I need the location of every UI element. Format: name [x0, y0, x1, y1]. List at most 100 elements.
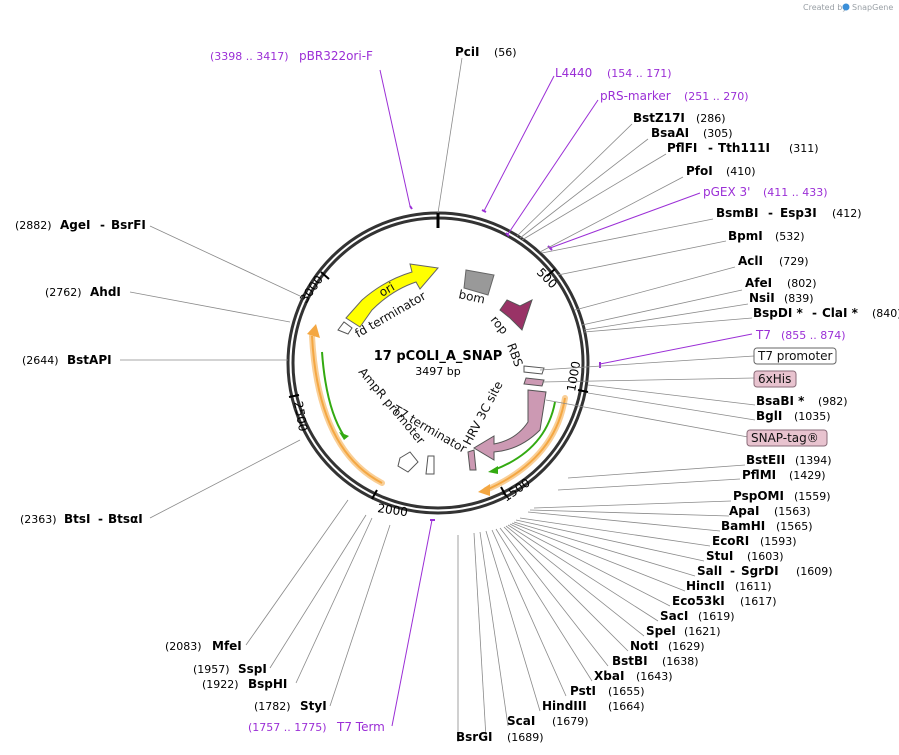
primer-name: L4440: [555, 66, 592, 80]
primer-range: (251 .. 270): [684, 90, 749, 103]
fd-terminator-feature[interactable]: [337, 321, 353, 335]
t7-promoter-box[interactable]: [753, 347, 837, 365]
enzyme-name: BglI: [756, 409, 782, 423]
green-arrowhead: [488, 466, 498, 474]
enzyme-pos: (1617): [740, 595, 777, 608]
rbs-label: RBS: [504, 341, 525, 368]
enzyme-name2: Tth111I: [718, 141, 770, 155]
svg-text:-: -: [730, 564, 735, 578]
enzyme-name: PflMI: [742, 468, 776, 482]
6xhis-box[interactable]: [753, 370, 797, 388]
enzyme-name: HindIII: [542, 699, 587, 713]
ampr-promoter-feature[interactable]: [397, 451, 419, 473]
enzyme-name: Eco53kI: [672, 594, 725, 608]
enzyme-pos: (56): [494, 46, 517, 59]
svg-text:-: -: [100, 218, 105, 232]
ampr-arc[interactable]: [311, 335, 383, 484]
snapgene-logo-icon: [842, 3, 850, 11]
primer-mark: [409, 205, 413, 210]
enzyme-name: AgeI: [60, 218, 90, 232]
enzyme-name: BspHI: [248, 677, 287, 691]
6xhis-feature[interactable]: [523, 377, 545, 387]
enzyme-name: EcoRI: [712, 534, 749, 548]
snap-arrowhead: [478, 484, 490, 496]
enzyme-name2: BsrFI: [111, 218, 146, 232]
feature-leader: [545, 399, 749, 438]
feature-leader: [541, 377, 755, 383]
credit-brand: SnapGene: [852, 3, 893, 12]
enzyme-pos: (1394): [795, 454, 832, 467]
enzyme-pos: (1603): [747, 550, 784, 563]
primer-range: (411 .. 433): [763, 186, 828, 199]
tick-mark: [320, 271, 330, 280]
enzyme-pos: (410): [726, 165, 756, 178]
primer-range: (1757 .. 1775): [248, 721, 327, 734]
snap-arc[interactable]: [485, 397, 566, 491]
snap-tag-box[interactable]: [746, 429, 828, 447]
credit-prefix: Created by: [803, 3, 847, 12]
enzyme-name: BsaAI: [651, 126, 689, 140]
snap-tag-feature[interactable]: [473, 389, 547, 461]
enzyme-name: BsmBI: [716, 206, 758, 220]
ampr-arrowhead: [307, 324, 320, 338]
enzyme-name: PflFI: [667, 141, 697, 155]
feature-leader: [539, 355, 755, 371]
enzyme-name: AhdI: [90, 285, 121, 299]
plasmid-name: 17 pCOLI_A_SNAP: [374, 349, 503, 364]
enzyme-name: SpeI: [646, 624, 676, 638]
enzyme-pos: (1689): [507, 731, 544, 744]
enzyme-pos: (2363): [20, 513, 57, 526]
enzyme-pos: (1643): [636, 670, 673, 683]
tick-mark: [546, 268, 556, 277]
hrv3c-label: HRV 3C site: [460, 379, 505, 448]
tick-mark: [371, 489, 378, 500]
t7-terminator-feature[interactable]: [425, 455, 435, 475]
tick-mark: [288, 394, 300, 398]
enzyme-pos: (1679): [552, 715, 589, 728]
rop-feature[interactable]: [499, 299, 533, 331]
primer-range: (3398 .. 3417): [210, 50, 289, 63]
ori-feature[interactable]: [345, 263, 439, 328]
enzyme-name: MfeI: [212, 639, 242, 653]
bom-feature[interactable]: [463, 269, 495, 296]
enzyme-pos: (840): [872, 307, 899, 320]
enzyme-pos: (1609): [796, 565, 833, 578]
enzyme-pos: (2882): [15, 219, 52, 232]
ampr-green-arc: [321, 351, 345, 437]
t7-promoter-label: T7 promoter: [757, 349, 833, 363]
enzyme-name: BstBI: [612, 654, 648, 668]
enzyme-name2: Esp3I: [780, 206, 817, 220]
enzyme-pos: (412): [832, 207, 862, 220]
enzyme-pos: (305): [703, 127, 733, 140]
enzyme-pos: (1957): [193, 663, 230, 676]
hrv3c-feature[interactable]: [467, 449, 477, 471]
enzyme-name: PciI: [455, 45, 480, 59]
enzyme-name: PstI: [570, 684, 596, 698]
enzyme-labels: PciI (56) BstZ17I (286) BsaAI (305) PflF…: [15, 45, 899, 744]
enzyme-name2: BtsαI: [108, 512, 143, 526]
enzyme-name: BstEII: [746, 453, 785, 467]
svg-text:-: -: [812, 306, 817, 320]
enzyme-leaders: [120, 57, 756, 742]
enzyme-pos: (1621): [684, 625, 721, 638]
tick-mark: [500, 486, 507, 497]
enzyme-pos: (1559): [794, 490, 831, 503]
enzyme-name: SacI: [660, 609, 688, 623]
enzyme-name: BpmI: [728, 229, 763, 243]
enzyme-pos: (1593): [760, 535, 797, 548]
enzyme-name: XbaI: [594, 669, 624, 683]
enzyme-name: BsrGI: [456, 730, 493, 744]
enzyme-name: BtsI: [64, 512, 91, 526]
enzyme-name: BstZ17I: [633, 111, 685, 125]
rbs-feature[interactable]: [523, 365, 545, 375]
enzyme-name: NotI: [630, 639, 659, 653]
primer-leaders: [379, 69, 753, 727]
svg-text:-: -: [768, 206, 773, 220]
enzyme-pos: (982): [818, 395, 848, 408]
snap-green-arc: [493, 401, 556, 471]
enzyme-name: AfeI: [745, 276, 772, 290]
ori-label: ori: [377, 280, 398, 300]
primer-range: (154 .. 171): [607, 67, 672, 80]
enzyme-name: HincII: [686, 579, 725, 593]
svg-text:-: -: [98, 512, 103, 526]
